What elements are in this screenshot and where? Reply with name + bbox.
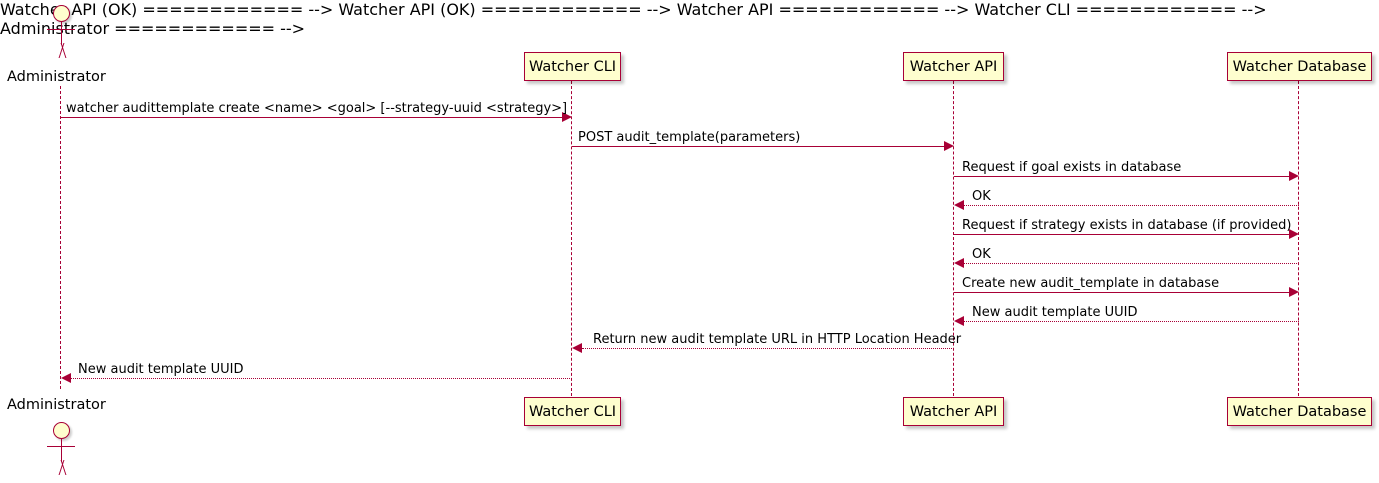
participant-label-watcher-database-top: Watcher Database [1232,58,1367,75]
message-label-1: watcher audittemplate create <name> <goa… [66,101,568,116]
actor-administrator-top [44,5,79,60]
actor-head-icon [53,5,70,22]
actor-arms-icon [47,29,75,30]
message-label-9: Return new audit template URL in HTTP Lo… [593,332,962,347]
message-label-4: OK [972,189,991,204]
message-arrowhead-3 [1289,171,1299,181]
message-label-5: Request if strategy exists in database (… [962,218,1292,233]
participant-watcher-cli-top[interactable]: Watcher CLI [524,52,621,81]
participant-label-watcher-cli-bottom: Watcher CLI [528,403,617,420]
actor-administrator-bottom [44,422,79,477]
message-arrowhead-2 [944,141,954,151]
participant-watcher-api-bottom[interactable]: Watcher API [903,397,1004,426]
message-label-8: New audit template UUID [972,305,1138,320]
actor-head-icon [53,422,70,439]
message-arrowhead-9 [572,343,582,353]
message-line-8 [964,321,1299,322]
participant-label-watcher-api-top: Watcher API [909,58,998,75]
lifeline-watcher-api [953,81,954,396]
message-line-4 [964,205,1299,206]
message-arrowhead-1 [562,112,572,122]
message-arrowhead-8 [954,316,964,326]
message-arrowhead-5 [1289,229,1299,239]
message-line-6 [964,263,1299,264]
message-label-2: POST audit_template(parameters) [578,130,801,145]
actor-label-administrator-bottom: Administrator [7,397,106,413]
message-label-7: Create new audit_template in database [962,276,1220,291]
message-line-2 [572,146,944,147]
lifeline-administrator [60,86,61,389]
message-line-9 [582,348,954,349]
participant-watcher-api-top[interactable]: Watcher API [903,52,1004,81]
participant-label-watcher-database-bottom: Watcher Database [1232,403,1367,420]
message-arrowhead-7 [1289,287,1299,297]
message-line-7 [954,292,1289,293]
message-arrowhead-10 [61,373,71,383]
message-label-10: New audit template UUID [78,362,244,377]
message-line-5 [954,234,1289,235]
participant-watcher-database-top[interactable]: Watcher Database [1227,52,1372,81]
message-arrowhead-4 [954,200,964,210]
actor-body-icon [61,439,62,462]
message-line-1 [61,117,562,118]
actor-arms-icon [47,446,75,447]
participant-watcher-database-bottom[interactable]: Watcher Database [1227,397,1372,426]
message-label-3: Request if goal exists in database [962,160,1182,175]
message-line-10 [71,378,572,379]
message-arrowhead-6 [954,258,964,268]
actor-body-icon [61,22,62,45]
actor-label-administrator-top: Administrator [7,69,106,85]
participant-watcher-cli-bottom[interactable]: Watcher CLI [524,397,621,426]
lifeline-watcher-cli [571,81,572,396]
participant-label-watcher-cli-top: Watcher CLI [528,58,617,75]
message-label-6: OK [972,247,991,262]
participant-label-watcher-api-bottom: Watcher API [909,403,998,420]
message-line-3 [954,176,1289,177]
